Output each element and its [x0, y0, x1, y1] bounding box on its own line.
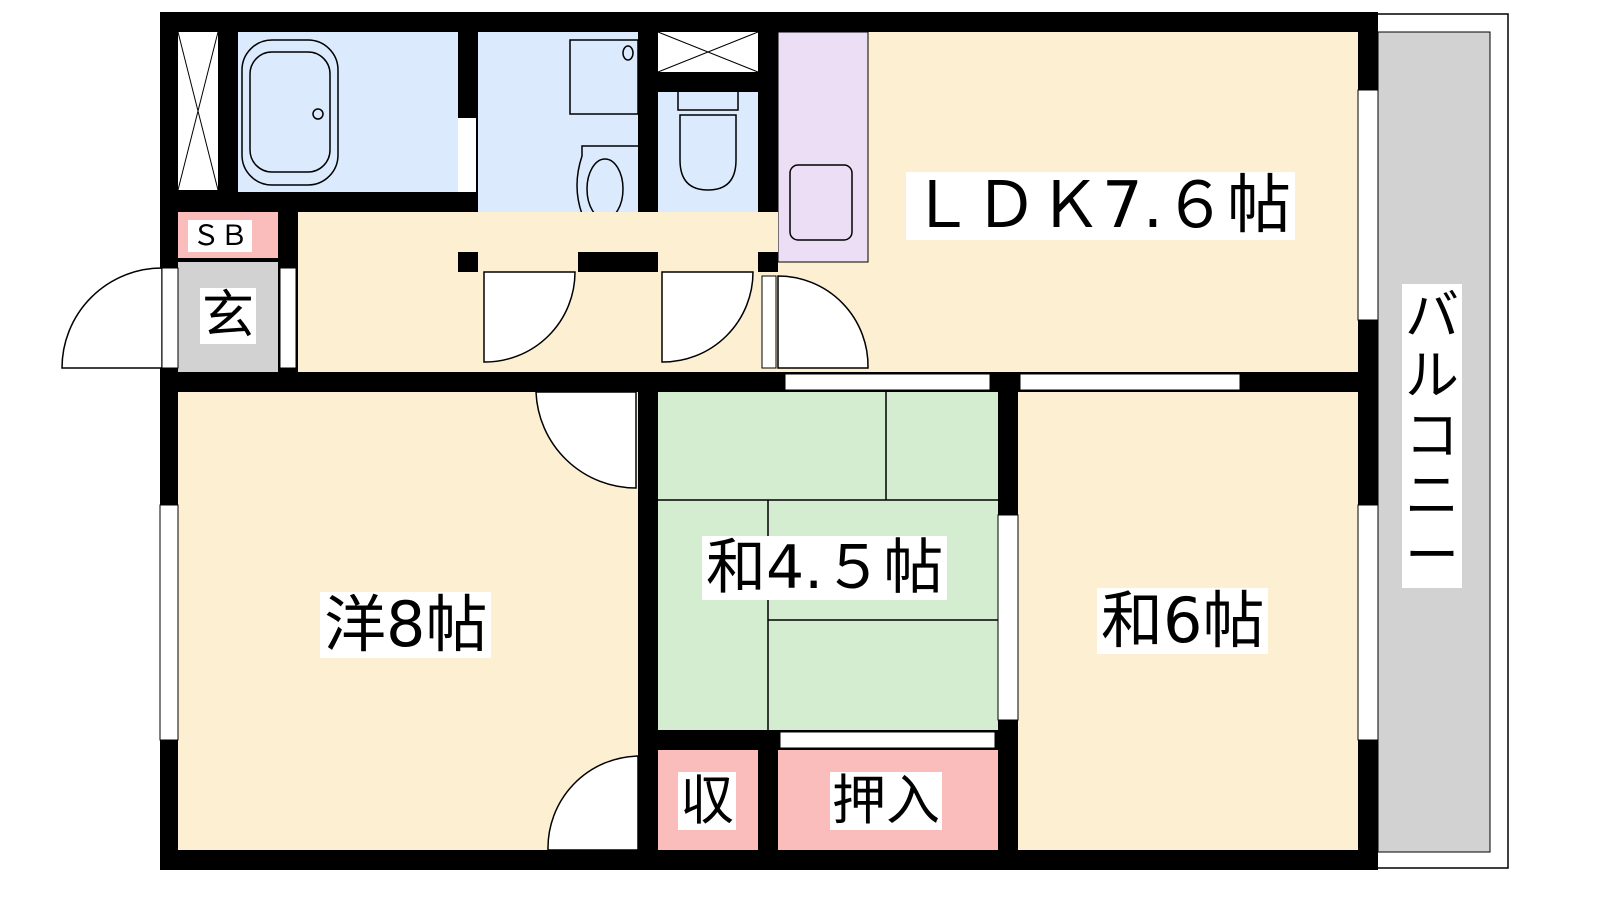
ldk-label: ＬＤＫ7.６帖 [906, 172, 1296, 240]
toilet-icon [677, 92, 739, 191]
windows [159, 89, 1379, 749]
entrance-label: 玄 [200, 286, 257, 346]
tatami-lines [658, 392, 998, 730]
bathtub-icon [241, 39, 339, 186]
doors [61, 267, 869, 851]
storage-label: 収 [678, 769, 736, 832]
kitchen-area [777, 31, 869, 263]
western-room-label: 洋8帖 [320, 592, 492, 658]
washing-machine-icon [569, 39, 639, 115]
japanese-large-label: 和6帖 [1097, 588, 1269, 654]
bathroom [238, 32, 458, 192]
shoe-box-label: ＳＢ [188, 220, 253, 252]
closet-label: 押入 [830, 769, 942, 832]
sink-icon [789, 164, 853, 241]
balcony-label: バルコニー [1402, 284, 1462, 588]
japanese-small-label: 和4.５帖 [702, 536, 948, 600]
